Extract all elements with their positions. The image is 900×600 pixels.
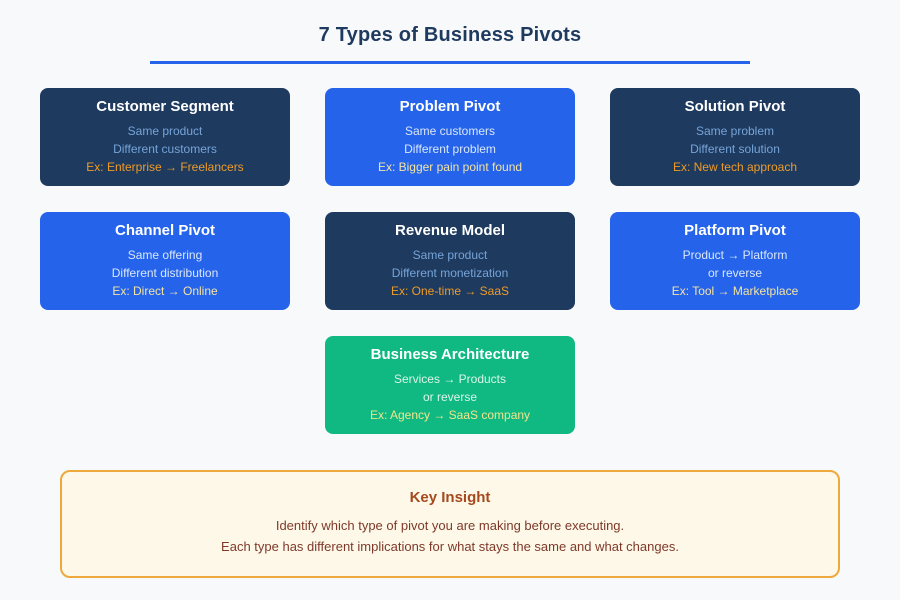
title-underline: [150, 61, 750, 64]
key-insight-title: Key Insight: [409, 489, 491, 506]
card-line: Product → Platform: [682, 248, 788, 262]
card-example: Ex: One-time → SaaS: [390, 284, 510, 298]
card-customer-segment: Customer Segment Same product Different …: [40, 88, 290, 186]
card-example: Ex: Enterprise → Freelancers: [86, 160, 244, 174]
card-line: Same product: [412, 248, 488, 262]
card-revenue-model: Revenue Model Same product Different mon…: [325, 212, 575, 310]
card-line: or reverse: [707, 266, 763, 280]
card-line: Different problem: [404, 142, 496, 156]
key-insight-box: Key Insight Identify which type of pivot…: [60, 470, 840, 578]
card-problem-pivot: Problem Pivot Same customers Different p…: [325, 88, 575, 186]
card-line: Different customers: [113, 142, 217, 156]
card-example: Ex: Agency → SaaS company: [369, 408, 531, 422]
card-title: Business Architecture: [370, 346, 530, 363]
card-line: Same product: [127, 124, 203, 138]
key-insight-line: Each type has different implications for…: [221, 539, 679, 554]
card-title: Solution Pivot: [684, 98, 786, 115]
card-platform-pivot: Platform Pivot Product → Platform or rev…: [610, 212, 860, 310]
page-title: 7 Types of Business Pivots: [318, 24, 582, 46]
card-example: Ex: Tool → Marketplace: [671, 284, 799, 298]
card-channel-pivot: Channel Pivot Same offering Different di…: [40, 212, 290, 310]
card-line: Different solution: [690, 142, 780, 156]
card-title: Problem Pivot: [399, 98, 501, 115]
card-line: Different distribution: [111, 266, 219, 280]
card-title: Platform Pivot: [684, 222, 786, 239]
card-example: Ex: New tech approach: [672, 160, 798, 174]
card-title: Channel Pivot: [114, 222, 215, 239]
pivot-cards-grid: Customer Segment Same product Different …: [40, 88, 860, 434]
card-line: or reverse: [422, 390, 478, 404]
card-line: Services → Products: [393, 372, 507, 386]
card-business-architecture: Business Architecture Services → Product…: [325, 336, 575, 434]
card-line: Different monetization: [391, 266, 509, 280]
card-title: Customer Segment: [96, 98, 234, 115]
card-title: Revenue Model: [394, 222, 506, 239]
key-insight-line: Identify which type of pivot you are mak…: [275, 518, 625, 533]
card-line: Same problem: [695, 124, 775, 138]
header: 7 Types of Business Pivots: [0, 0, 900, 64]
card-example: Ex: Direct → Online: [112, 284, 218, 298]
card-line: Same customers: [404, 124, 496, 138]
card-example: Ex: Bigger pain point found: [377, 160, 523, 174]
card-line: Same offering: [127, 248, 203, 262]
card-solution-pivot: Solution Pivot Same problem Different so…: [610, 88, 860, 186]
